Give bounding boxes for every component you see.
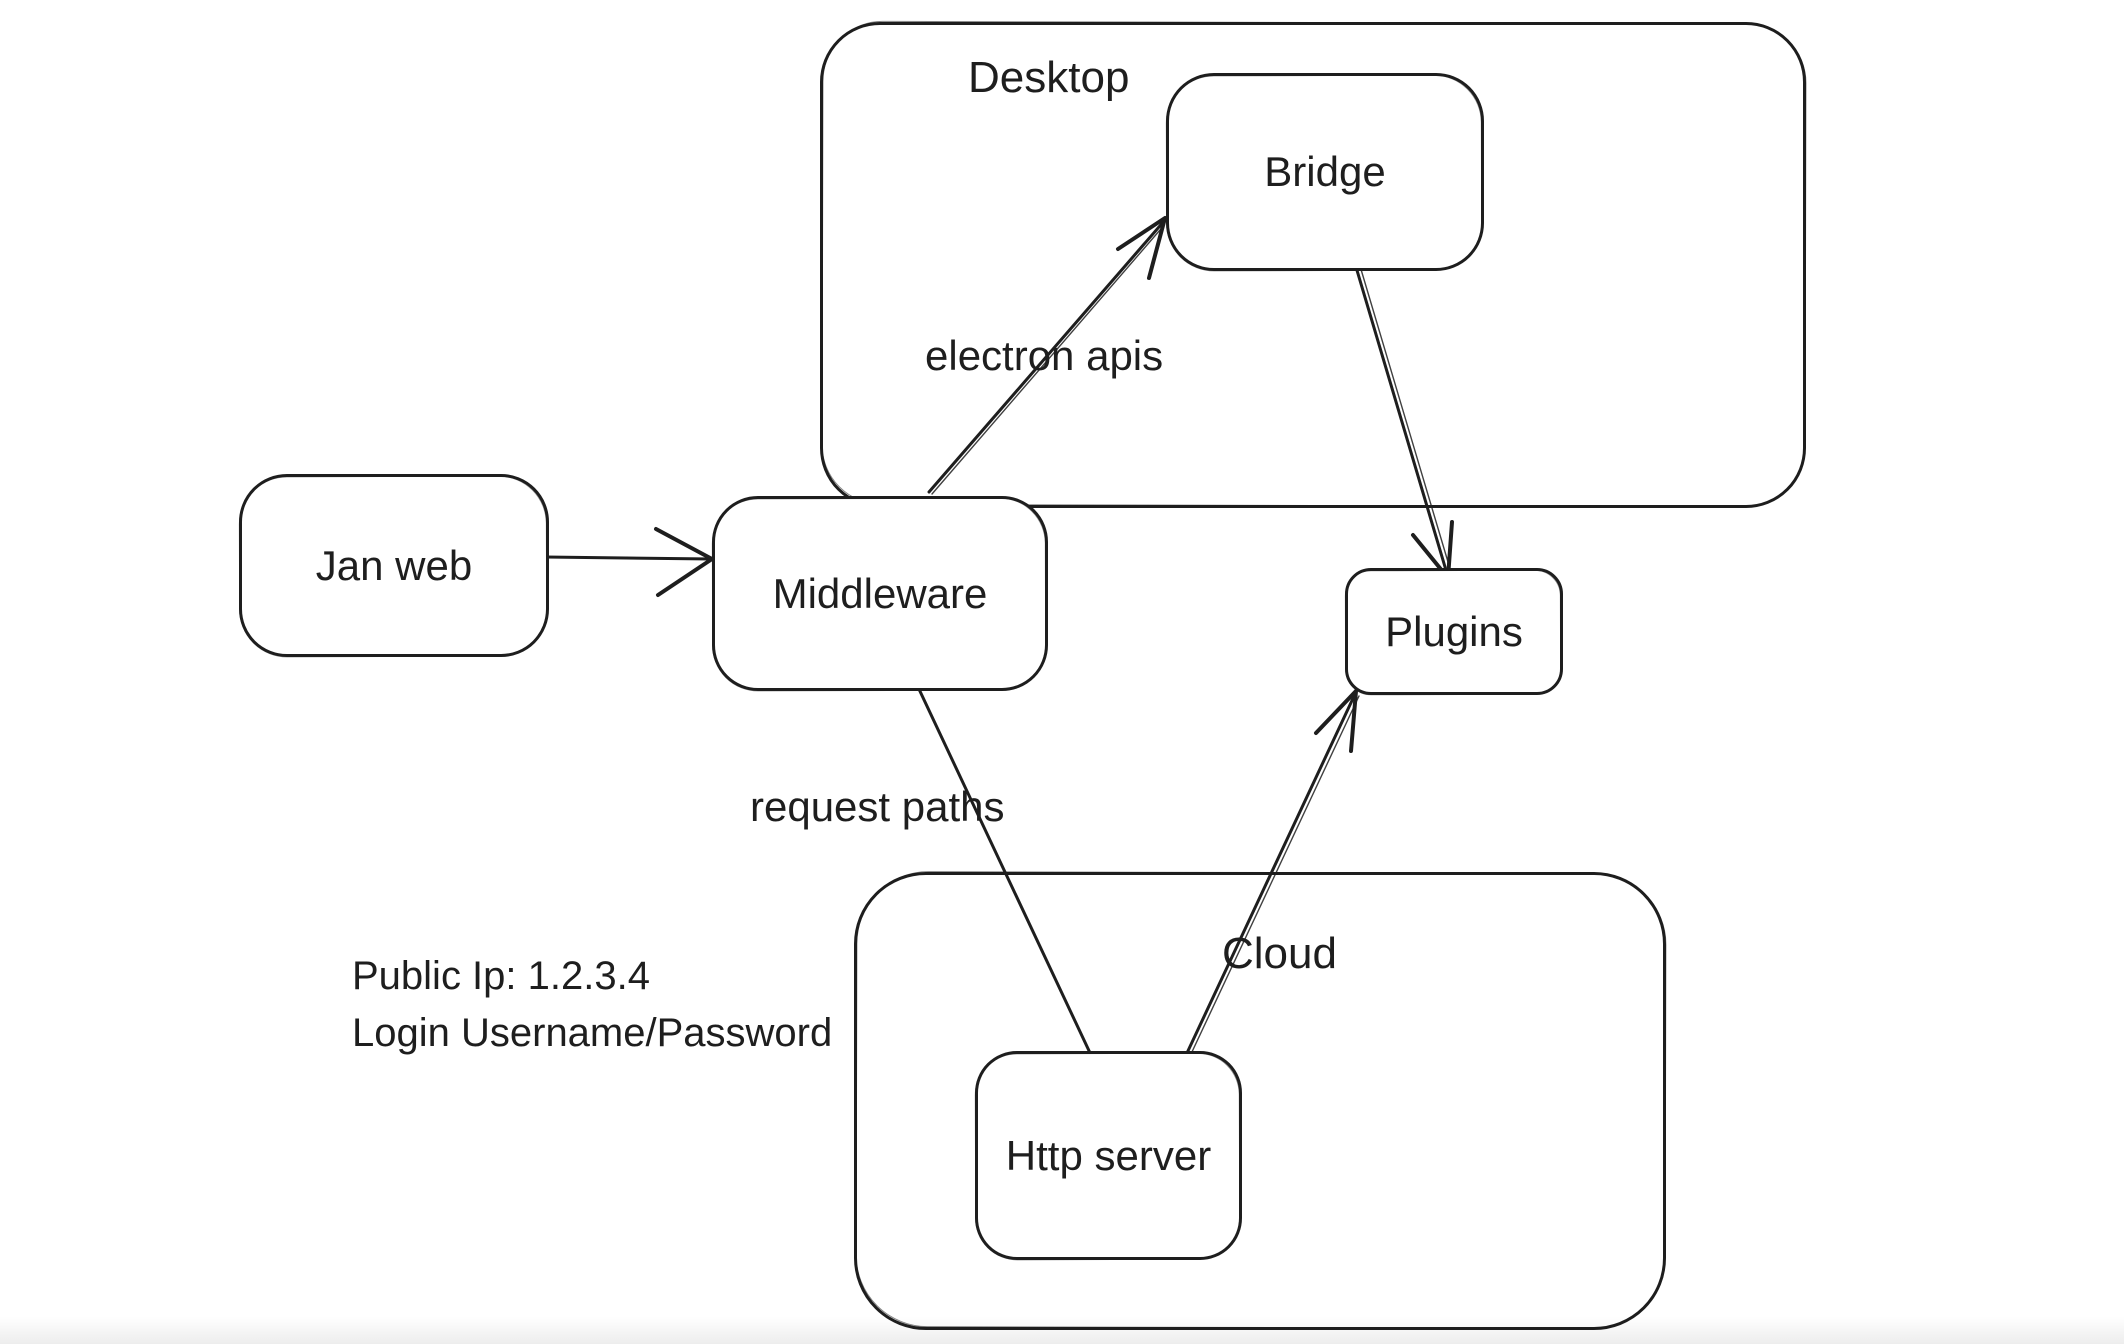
edge-middleware-bridge[interactable] (927, 216, 1167, 495)
edge-httpserver-plugins[interactable] (1185, 689, 1360, 1055)
edge-label-request-paths[interactable]: request paths (750, 783, 1005, 830)
node-middleware-label: Middleware (772, 569, 988, 617)
container-desktop-label[interactable]: Desktop (968, 53, 1130, 102)
node-bridge[interactable]: Bridge (1166, 73, 1484, 271)
edge-bridge-plugins[interactable] (1354, 265, 1454, 580)
edge-middleware-httpserver[interactable] (916, 685, 1093, 1057)
container-cloud[interactable] (854, 872, 1666, 1330)
edge-janweb-middleware[interactable] (543, 527, 714, 597)
annotation-public-ip: Public Ip: 1.2.3.4 (352, 954, 650, 998)
node-jan-web[interactable]: Jan web (239, 474, 549, 657)
annotation-login: Login Username/Password (352, 1011, 833, 1055)
node-middleware[interactable]: Middleware (712, 496, 1048, 691)
annotation-credentials[interactable]: Public Ip: 1.2.3.4 Login Username/Passwo… (352, 948, 832, 1062)
container-cloud-label[interactable]: Cloud (1222, 929, 1337, 978)
node-http-server[interactable]: Http server (975, 1051, 1242, 1260)
edge-label-electron-apis[interactable]: electron apis (925, 332, 1164, 379)
node-plugins-label: Plugins (1385, 607, 1523, 655)
node-plugins[interactable]: Plugins (1345, 568, 1563, 695)
node-bridge-label: Bridge (1264, 148, 1386, 195)
node-http-server-label: Http server (1005, 1131, 1212, 1179)
container-desktop[interactable] (820, 22, 1806, 508)
node-jan-web-label: Jan web (315, 541, 473, 589)
